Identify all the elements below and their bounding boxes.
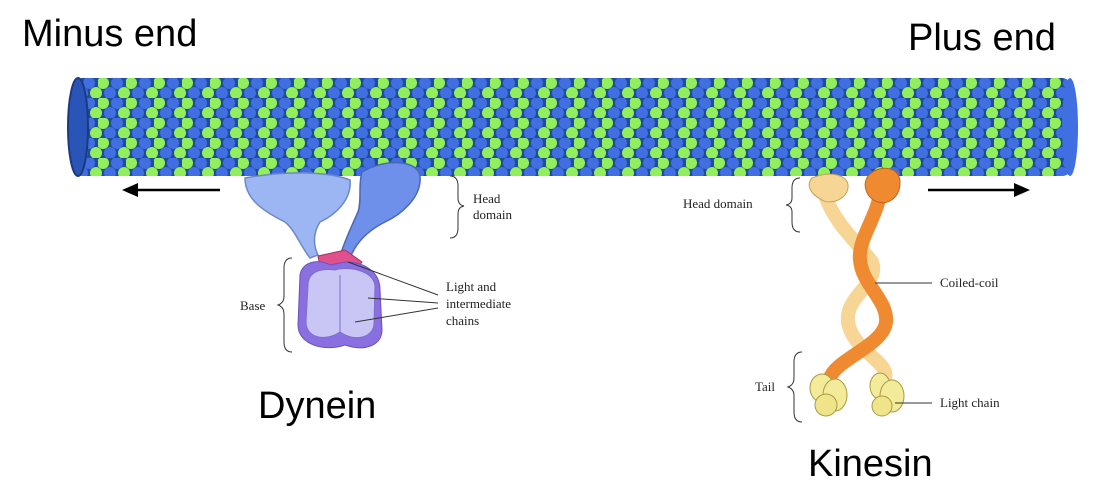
dynein-right-head bbox=[340, 163, 420, 258]
kinesin-orange-head bbox=[865, 168, 900, 202]
kinesin-head-bracket bbox=[786, 178, 800, 232]
microtubule-minus-cap bbox=[68, 78, 88, 176]
kinesin-light-head bbox=[809, 174, 848, 202]
plus-end-label: Plus end bbox=[908, 17, 1056, 59]
kinesin-left-tail bbox=[810, 374, 847, 416]
base-bracket bbox=[278, 258, 292, 352]
tail-label: Tail bbox=[755, 379, 775, 394]
light-intermediate-label-line2: intermediate bbox=[446, 296, 511, 311]
light-chain-label: Light chain bbox=[940, 395, 1000, 410]
light-intermediate-label-line3: chains bbox=[446, 313, 479, 328]
kinesin bbox=[809, 168, 904, 416]
coiled-coil-label: Coiled-coil bbox=[940, 275, 999, 290]
minus-end-label: Minus end bbox=[22, 13, 197, 55]
head-domain-bracket bbox=[450, 176, 464, 238]
dynein-left-head bbox=[245, 173, 350, 258]
plus-direction-arrow bbox=[928, 183, 1030, 197]
microtubule bbox=[68, 78, 1078, 176]
kinesin-label: Kinesin bbox=[808, 443, 933, 485]
head-domain-label-line2: domain bbox=[473, 207, 512, 222]
dynein-label: Dynein bbox=[258, 385, 376, 427]
kinesin-head-domain-label: Head domain bbox=[683, 196, 753, 211]
base-label: Base bbox=[240, 298, 266, 313]
head-domain-label-line1: Head bbox=[473, 191, 501, 206]
dynein bbox=[245, 163, 420, 348]
kinesin-right-tail bbox=[870, 373, 904, 416]
minus-direction-arrow bbox=[122, 183, 220, 197]
light-intermediate-label-line1: Light and bbox=[446, 279, 497, 294]
microtubule-body bbox=[72, 78, 1072, 176]
tail-bracket bbox=[788, 352, 802, 422]
microtubule-plus-cap bbox=[1062, 78, 1078, 176]
